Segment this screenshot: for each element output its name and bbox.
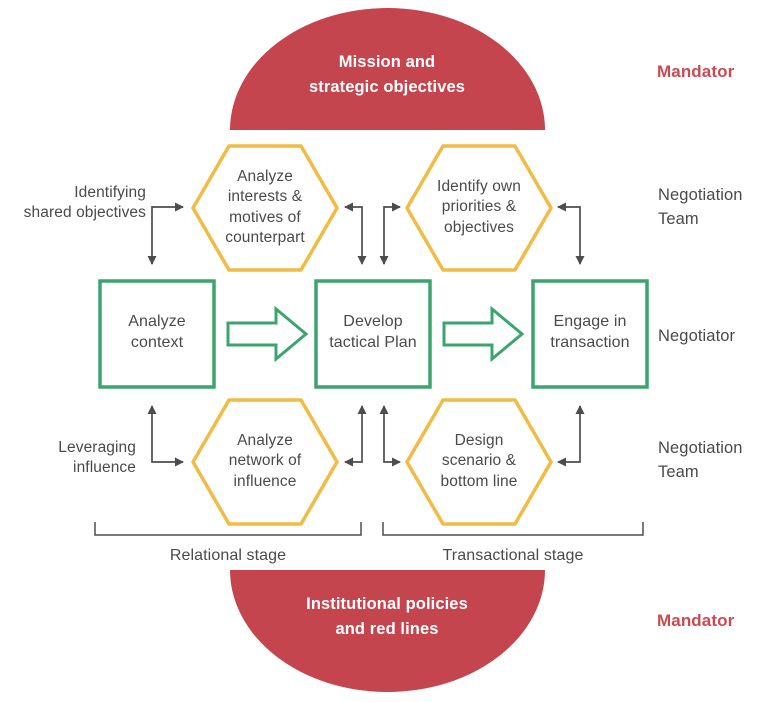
relational-stage-label: Relational stage [169, 547, 287, 564]
box-engage-transaction-label: Engage in transaction [550, 313, 630, 352]
hexagon-analyze-interests [191, 144, 339, 272]
arrow-scenario-to-engage [557, 405, 585, 467]
hexagon-design-scenario-label: Design scenario & bottom line [440, 432, 518, 490]
box-develop-plan [314, 279, 432, 389]
negotiator-label: Negotiator [658, 327, 736, 345]
arrow-bottom-left-to-plan [344, 405, 367, 467]
box-analyze-context-label: Analyze context [128, 313, 186, 352]
transactional-stage-label: Transactional stage [442, 547, 584, 564]
arrow-identifying-elbow [147, 202, 184, 265]
hexagon-analyze-network [191, 398, 339, 526]
block-arrow-icon-2 [442, 305, 525, 363]
hexagon-analyze-interests-label: Analyze interests & motives of counterpa… [225, 168, 305, 247]
arrow-leveraging-elbow [147, 405, 184, 467]
arrow-top-right-to-plan [379, 202, 401, 265]
mandator-bottom-label: Mandator [657, 611, 735, 630]
mission-label: Mission and strategic objectives [308, 53, 466, 96]
box-analyze-context [98, 279, 216, 389]
institutional-semicircle [230, 570, 545, 692]
mandator-top-label: Mandator [657, 62, 735, 81]
institutional-policies-label: Institutional policies and red lines [306, 595, 468, 638]
negotiation-team-top-label: Negotiation Team [658, 186, 743, 228]
arrow-bottom-right-to-plan [379, 405, 401, 467]
mission-semicircle [230, 7, 545, 130]
hexagon-identify-priorities [405, 144, 553, 272]
hexagon-analyze-network-label: Analyze network of influence [228, 432, 302, 490]
hexagon-identify-priorities-label: Identify own priorities & objectives [437, 178, 521, 236]
arrow-priorities-to-engage [557, 202, 585, 265]
box-develop-plan-label: Develop tactical Plan [329, 313, 417, 352]
hexagon-design-scenario [405, 398, 553, 526]
box-engage-transaction [531, 279, 649, 389]
leveraging-influence-label: Leveraging influence [58, 439, 136, 477]
transactional-stage-bracket [382, 522, 644, 536]
arrow-top-left-to-plan [344, 202, 367, 265]
identifying-shared-objectives-label: Identifying shared objectives [23, 184, 146, 222]
relational-stage-bracket [94, 522, 362, 536]
block-arrow-icon-1 [226, 305, 309, 363]
negotiation-team-bottom-label: Negotiation Team [658, 439, 743, 481]
